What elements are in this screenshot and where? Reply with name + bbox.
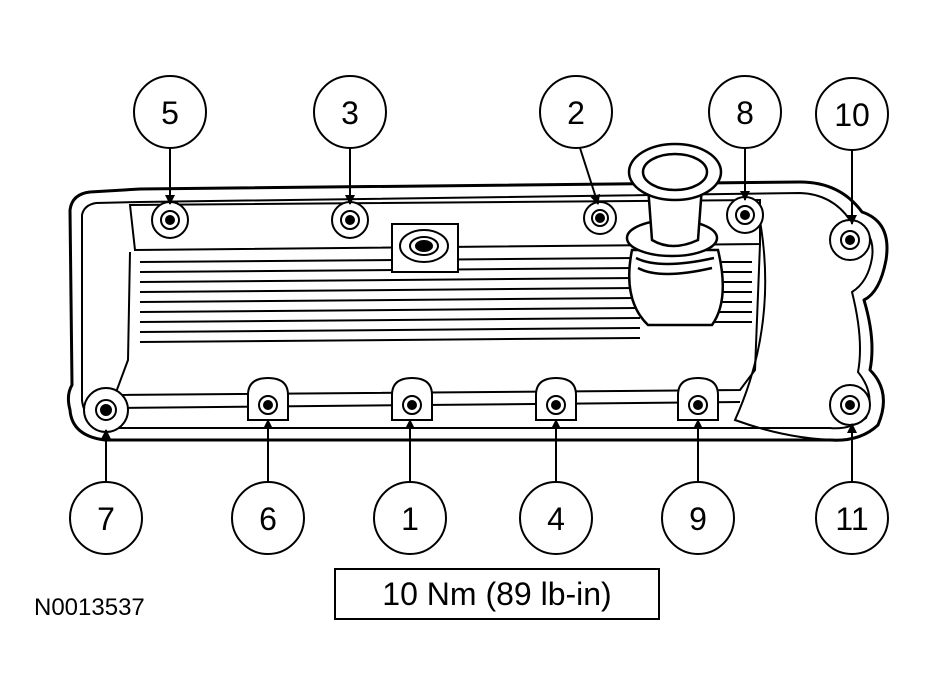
oil-filler-neck	[625, 142, 724, 327]
svg-text:8: 8	[736, 95, 754, 131]
pcv-grommet	[391, 223, 459, 273]
callout-2: 2	[539, 75, 613, 149]
svg-text:1: 1	[401, 501, 419, 537]
torque-spec-box: 10 Nm (89 lb-in)	[334, 568, 660, 620]
callout-3: 3	[313, 75, 387, 149]
leader-arrows	[101, 147, 857, 484]
svg-text:2: 2	[567, 95, 585, 131]
callout-4: 4	[519, 481, 593, 555]
valve-cover-flange	[733, 209, 841, 441]
bolt-8	[726, 196, 764, 234]
bolt-6	[247, 376, 289, 421]
valve-cover-ribs	[139, 257, 752, 343]
svg-text:3: 3	[341, 95, 359, 131]
bolt-10	[829, 219, 871, 261]
bolt-11	[829, 384, 871, 426]
svg-text:6: 6	[259, 501, 277, 537]
callout-1: 1	[373, 481, 447, 555]
callout-6: 6	[231, 481, 305, 555]
svg-text:10: 10	[834, 97, 870, 133]
figure-id: N0013537	[34, 594, 145, 621]
svg-text:11: 11	[835, 501, 868, 537]
callout-5: 5	[133, 75, 207, 149]
svg-text:9: 9	[689, 501, 707, 537]
bolt-3	[331, 201, 369, 239]
callout-9: 9	[661, 481, 735, 555]
arrow-2	[579, 147, 601, 205]
bolt-1	[391, 376, 433, 421]
bolt-2	[583, 201, 617, 235]
callout-7: 7	[69, 481, 143, 555]
torque-spec-text: 10 Nm (89 lb-in)	[382, 575, 612, 612]
callout-10: 10	[815, 77, 889, 151]
bolt-9	[677, 376, 719, 421]
svg-text:5: 5	[161, 95, 179, 131]
callout-11: 11	[815, 481, 889, 555]
bolt-7	[83, 387, 129, 433]
callout-8: 8	[708, 75, 782, 149]
bolt-4	[535, 376, 577, 421]
svg-text:7: 7	[97, 501, 115, 537]
bolt-5	[151, 201, 189, 239]
svg-text:4: 4	[547, 501, 565, 537]
